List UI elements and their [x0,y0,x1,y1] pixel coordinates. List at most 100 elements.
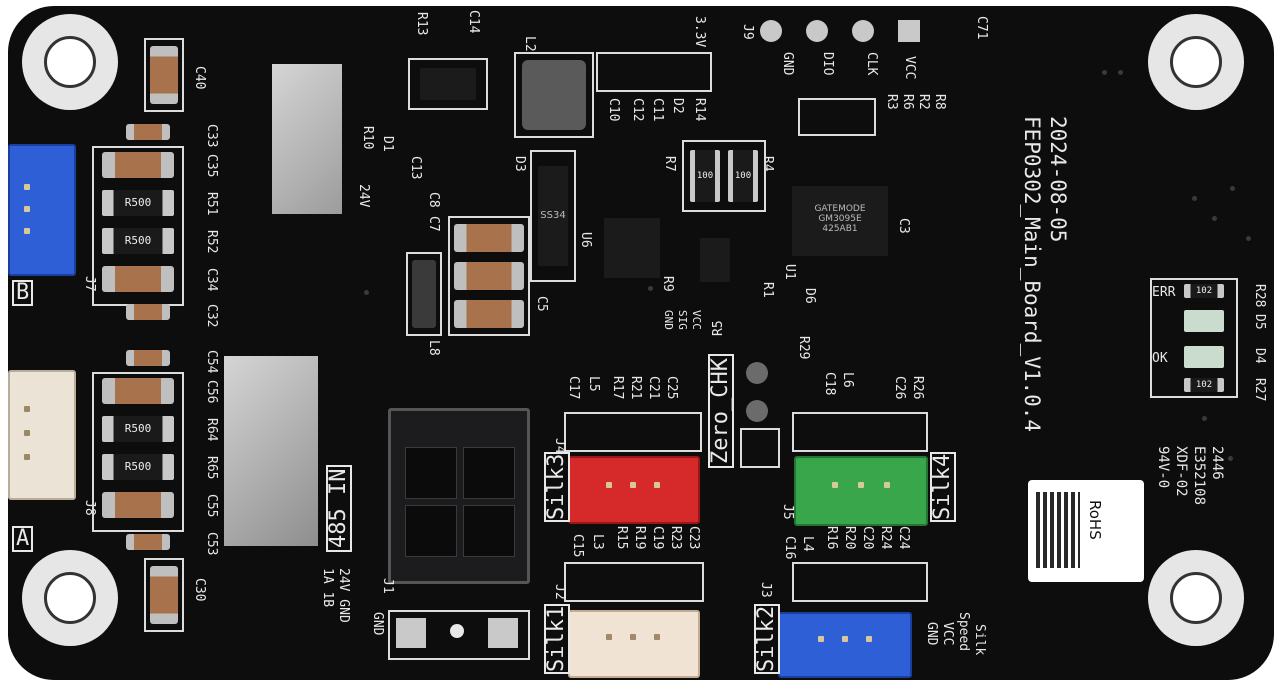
j5-passives-outline [792,412,928,452]
led-d5 [1184,310,1224,332]
ok-label: OK [1152,351,1168,366]
r19-label: R19 [632,526,647,550]
l4-label: L4 [800,536,815,552]
d3-outline [530,150,576,282]
c19-label: C19 [650,526,665,550]
r1-label: R1 [760,282,775,298]
j4-passives-outline [564,412,702,452]
r24-label: R24 [878,526,893,550]
l8-outline [406,252,442,336]
r14-label: R14 [692,98,707,122]
d6-label: D6 [802,288,817,304]
c24-label: C24 [896,526,911,550]
resistor-r52: R500 [102,228,174,254]
r6-label: R6 [900,94,915,110]
c16-label: C16 [782,536,797,560]
c7-label: C7 [426,216,441,232]
c21-label: C21 [646,376,661,400]
r15-label: R15 [614,526,629,550]
j9-pin-vcc-label: VCC [902,56,917,80]
j9-pin-clk [852,20,874,42]
capacitor-c53 [126,534,170,550]
u1-part: GM3095E [818,214,862,224]
j2-passives-outline [564,562,704,602]
cert-2446: 2446 [1209,446,1225,480]
d5-label: D5 [1252,314,1267,330]
ic-top [420,68,476,100]
r21-label: R21 [628,376,643,400]
capacitor-c54 [126,350,170,366]
resistor-r65: R500 [102,454,174,480]
j9-pin-vcc [898,20,920,42]
j9-label: J9 [740,24,755,40]
c12-label: C12 [630,98,645,122]
cert-e352108: E352108 [1191,446,1207,506]
r20-label: R20 [842,526,857,550]
j9-pin-gnd-label: GND [780,52,795,76]
c25-label: C25 [664,376,679,400]
u1-marking: 425AB1 [822,224,858,234]
capacitor-c8 [454,262,524,290]
r52-label: R52 [204,230,219,254]
capacitor-c30 [150,566,178,624]
gnd-pad-outline [388,610,530,660]
l3-label: L3 [590,534,605,550]
r16-label: R16 [824,526,839,550]
j1-label: J1 [380,578,395,594]
v24-label: 24V [356,184,371,208]
mounting-hole-top-right [1148,14,1244,110]
inductor-l2 [522,60,586,130]
board-name: FEP0302_Main_Board_V1.0.4 [1020,116,1044,433]
mcu-pin-vcc: VCC [690,310,703,330]
c34-label: C34 [204,268,219,292]
shield-bottom [224,356,318,546]
v33-label: 3.3V [692,16,707,48]
r17-label: R17 [610,376,625,400]
u6-label: U6 [578,232,593,248]
j3-pin-vcc: VCC [940,622,955,646]
capacitor-c35 [102,152,174,178]
d2-label: D2 [670,98,685,114]
r28-label: R28 [1252,284,1267,308]
c18-label: C18 [822,372,837,396]
r7-label: R7 [662,156,677,172]
capacitor-c5 [454,300,524,328]
silk2-label: Silk2 [754,603,780,674]
silk3-label: Silk3 [544,451,570,522]
resistor-r28: 102 [1184,284,1224,298]
left-bottom-group-outline [92,372,184,532]
connector-j1 [388,408,530,584]
resistor-r7: 100 [690,150,720,202]
j3-pin-speed: Speed [956,612,971,652]
capacitor-c34 [102,266,174,292]
j3-passives-outline [792,562,928,602]
r10-label: R10 [360,126,375,150]
zero-chk-sensor [746,362,768,384]
j3-pin-gnd: GND [924,622,939,646]
r-array-outline [798,98,876,136]
c30-outline [144,558,184,632]
j3-pin-silk: Silk [972,624,987,656]
capacitor-c55 [102,492,174,518]
j9-pin-gnd [760,20,782,42]
c40-outline [144,38,184,112]
capacitor-c40 [150,46,178,104]
gnd-label: GND [370,612,385,636]
power-pins-bottom: 1A 1B [320,568,335,608]
r7-r4-outline [682,140,766,212]
data-matrix-label: RoHS [1028,480,1144,582]
c13-label: C13 [408,156,423,180]
ic-small-center [700,238,730,282]
j9-pin-clk-label: CLK [864,52,879,76]
capacitor-c32 [126,304,170,320]
resistor-r64: R500 [102,416,174,442]
mcu-pin-sig: SIG [676,310,689,330]
mounting-hole-top-left [22,14,118,110]
c32-label: C32 [204,304,219,328]
connector-j7 [8,144,76,276]
c55-label: C55 [204,494,219,518]
d4-label: D4 [1252,348,1267,364]
resistor-r4: 100 [728,150,758,202]
j3-label: J3 [758,582,773,598]
gnd-pad-left [396,618,426,648]
